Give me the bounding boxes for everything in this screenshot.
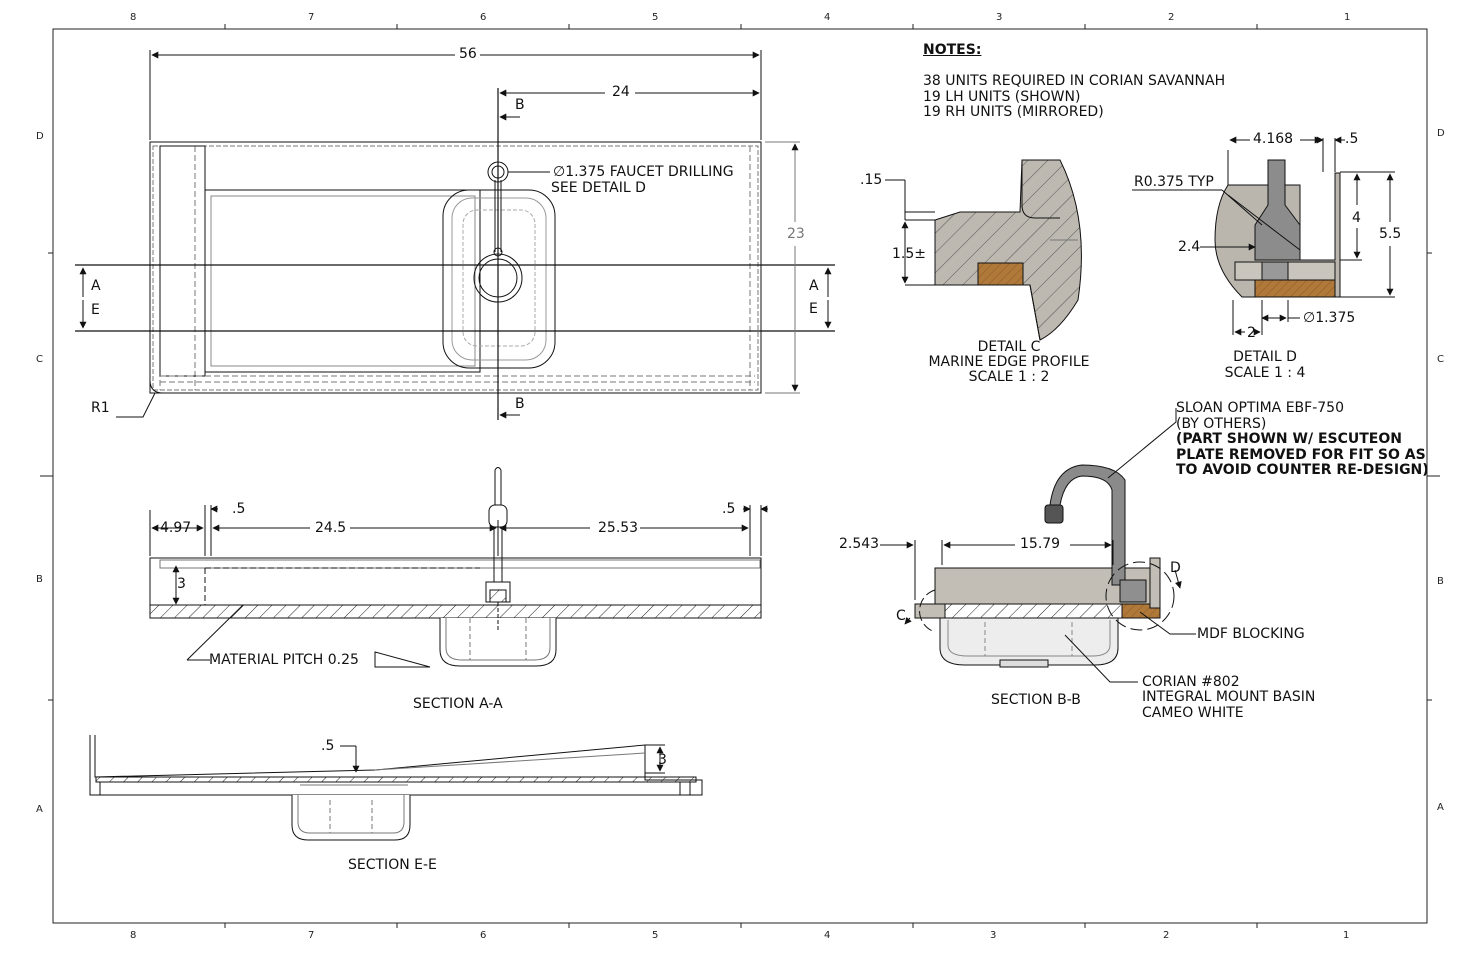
detail-c-tag: C: [896, 608, 906, 624]
detail-d-view: [1132, 136, 1395, 336]
detail-d-dim-4-168: 4.168: [1253, 131, 1294, 147]
section-e-tag-left: E: [91, 302, 100, 318]
detail-d-title: DETAIL D: [1233, 349, 1297, 365]
zone-col-6-bottom: 6: [480, 930, 487, 941]
zone-col-1-top: 1: [1344, 12, 1351, 23]
dim-faucet-offset: 24: [612, 84, 630, 100]
detail-c-view: [885, 159, 1082, 341]
zone-col-3-top: 3: [996, 12, 1003, 23]
zone-col-2-bottom: 2: [1163, 930, 1170, 941]
section-bb-title: SECTION B-B: [991, 692, 1081, 708]
section-bb-view: [880, 408, 1196, 683]
section-e-tag-right: E: [809, 301, 818, 317]
detail-d-tag: D: [1170, 560, 1181, 576]
zone-row-a-right: A: [1437, 802, 1444, 813]
zone-col-3-bottom: 3: [990, 930, 997, 941]
section-b-tag-bottom: B: [515, 396, 525, 412]
zone-col-8-bottom: 8: [130, 930, 137, 941]
section-aa-title: SECTION A-A: [413, 696, 503, 712]
section-a-tag-left: A: [91, 278, 101, 294]
detail-d-dim-5-5: 5.5: [1379, 226, 1402, 242]
zone-col-4-bottom: 4: [824, 930, 831, 941]
aa-dim-0-5-left: .5: [232, 501, 246, 517]
ee-dim-3: 3: [658, 752, 667, 768]
detail-d-dim-2-4: 2.4: [1178, 239, 1201, 255]
detail-d-scale: SCALE 1 : 4: [1224, 365, 1306, 381]
detail-d-dim-4: 4: [1352, 210, 1361, 226]
zone-row-a-left: A: [36, 804, 43, 815]
zone-col-8-top: 8: [130, 12, 137, 23]
zone-row-b-left: B: [36, 574, 43, 585]
basin-note-3: CAMEO WHITE: [1142, 705, 1244, 721]
basin-note-1: CORIAN #802: [1142, 674, 1240, 690]
detail-c-subtitle: MARINE EDGE PROFILE: [928, 354, 1090, 370]
section-aa-view: [149, 467, 768, 668]
faucet-drilling-note-1: ∅1.375 FAUCET DRILLING: [553, 164, 734, 180]
faucet-note-2: (BY OTHERS): [1176, 416, 1267, 432]
aa-dim-4-97: 4.97: [160, 520, 192, 536]
section-ee-view: [89, 735, 703, 841]
sheet-border: [40, 24, 1440, 928]
zone-col-2-top: 2: [1168, 12, 1175, 23]
aa-dim-24-5: 24.5: [315, 520, 347, 536]
zone-col-4-top: 4: [824, 12, 831, 23]
note-line-1: 38 UNITS REQUIRED IN CORIAN SAVANNAH: [923, 73, 1226, 89]
note-line-2: 19 LH UNITS (SHOWN): [923, 89, 1081, 105]
section-b-tag-top: B: [515, 97, 525, 113]
mdf-blocking-label: MDF BLOCKING: [1197, 626, 1305, 642]
detail-d-dim-0-5: .5: [1345, 131, 1359, 147]
detail-d-dim-dia: ∅1.375: [1303, 310, 1356, 326]
zone-col-7-bottom: 7: [308, 930, 315, 941]
faucet-note-bold-3: TO AVOID COUNTER RE-DESIGN): [1176, 462, 1429, 478]
note-line-3: 19 RH UNITS (MIRRORED): [923, 104, 1104, 120]
basin-note-2: INTEGRAL MOUNT BASIN: [1142, 689, 1316, 705]
detail-c-scale: SCALE 1 : 2: [968, 369, 1050, 385]
faucet-note-bold-2: PLATE REMOVED FOR FIT SO AS: [1176, 447, 1426, 463]
zone-row-d-right: D: [1437, 128, 1445, 139]
section-ee-title: SECTION E-E: [348, 857, 437, 873]
aa-dim-3: 3: [177, 576, 186, 592]
corner-radius-label: R1: [91, 400, 110, 416]
section-a-tag-right: A: [809, 278, 819, 294]
bb-dim-2-543: 2.543: [839, 536, 880, 552]
detail-c-dim-1-5: 1.5±: [892, 246, 926, 262]
zone-col-1-bottom: 1: [1343, 930, 1350, 941]
zone-row-b-right: B: [1437, 576, 1444, 587]
zone-row-c-right: C: [1437, 354, 1444, 365]
faucet-note-bold-1: (PART SHOWN W/ ESCUTEON: [1176, 431, 1402, 447]
dim-overall-length: 56: [459, 46, 477, 62]
detail-d-dim-2: 2: [1247, 325, 1256, 341]
ee-dim-0-5: .5: [321, 738, 335, 754]
plan-view: [75, 50, 835, 420]
detail-c-title: DETAIL C: [977, 339, 1041, 355]
faucet-note-1: SLOAN OPTIMA EBF-750: [1176, 400, 1344, 416]
zone-col-5-bottom: 5: [652, 930, 659, 941]
aa-dim-25-53: 25.53: [598, 520, 639, 536]
zone-col-7-top: 7: [308, 12, 315, 23]
zone-col-6-top: 6: [480, 12, 487, 23]
detail-c-dim-0-15: .15: [860, 172, 883, 188]
detail-d-radius: R0.375 TYP: [1134, 174, 1214, 190]
zone-row-c-left: C: [36, 354, 43, 365]
zone-row-d-left: D: [36, 131, 44, 142]
bb-dim-15-79: 15.79: [1020, 536, 1061, 552]
zone-col-5-top: 5: [652, 12, 659, 23]
material-pitch-note: MATERIAL PITCH 0.25: [209, 652, 359, 668]
notes-heading: NOTES:: [923, 42, 982, 58]
dim-depth: 23: [787, 226, 805, 242]
aa-dim-0-5-right: .5: [722, 501, 736, 517]
faucet-drilling-note-2: SEE DETAIL D: [551, 180, 646, 196]
